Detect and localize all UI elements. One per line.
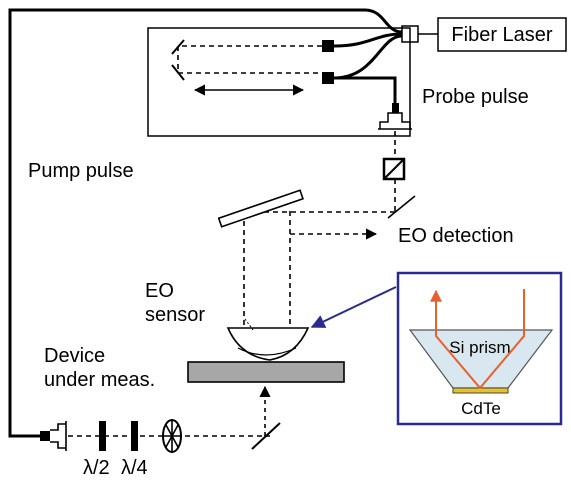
pump-collimator xyxy=(50,421,67,451)
inset-prism-label: Si prism xyxy=(449,338,510,357)
eo-sensor-label-line1: EO xyxy=(145,280,174,302)
eo-sensor-label-line2: sensor xyxy=(145,304,205,326)
delay-fiber-port-lower xyxy=(322,72,334,84)
pickoff-mirror xyxy=(217,189,304,228)
half-wave-plate xyxy=(99,421,106,451)
pump-turning-mirror xyxy=(251,422,281,450)
delay-fiber-port-upper xyxy=(322,40,334,52)
probe-pulse-label: Probe pulse xyxy=(422,86,529,108)
device-label-line2: under meas. xyxy=(44,369,155,391)
half-wave-plate-label: λ/2 xyxy=(83,457,110,479)
inset-laser-beam-out xyxy=(430,289,481,389)
optical-chopper xyxy=(162,419,182,453)
delay-fiber-upper xyxy=(333,32,403,48)
quarter-wave-plate-label: λ/4 xyxy=(121,457,148,479)
fiber-laser-label: Fiber Laser xyxy=(451,24,552,46)
probe-collimator xyxy=(378,112,412,130)
probe-fiber xyxy=(334,76,397,103)
inset-laser-beam-in xyxy=(479,289,525,389)
polarizer-diagonal xyxy=(383,158,405,180)
pump-fiber xyxy=(8,8,403,438)
delay-beam-path xyxy=(177,45,322,74)
steering-mirror xyxy=(387,195,416,219)
quarter-wave-plate xyxy=(131,421,138,451)
inset-callout-arrow xyxy=(310,286,397,328)
pump-pulse-label: Pump pulse xyxy=(28,160,134,182)
inset-cdte-crystal xyxy=(452,387,509,394)
eo-sensor-crystal-curve xyxy=(237,347,297,356)
device-under-measurement xyxy=(187,361,345,383)
delay-stage-box xyxy=(147,27,411,137)
device-label-line1: Device xyxy=(44,345,105,367)
pump-fiber-tip xyxy=(40,431,50,441)
eo-detection-label: EO detection xyxy=(398,225,514,247)
probe-fiber-tip xyxy=(392,103,399,113)
inset-crystal-label: CdTe xyxy=(461,399,501,418)
